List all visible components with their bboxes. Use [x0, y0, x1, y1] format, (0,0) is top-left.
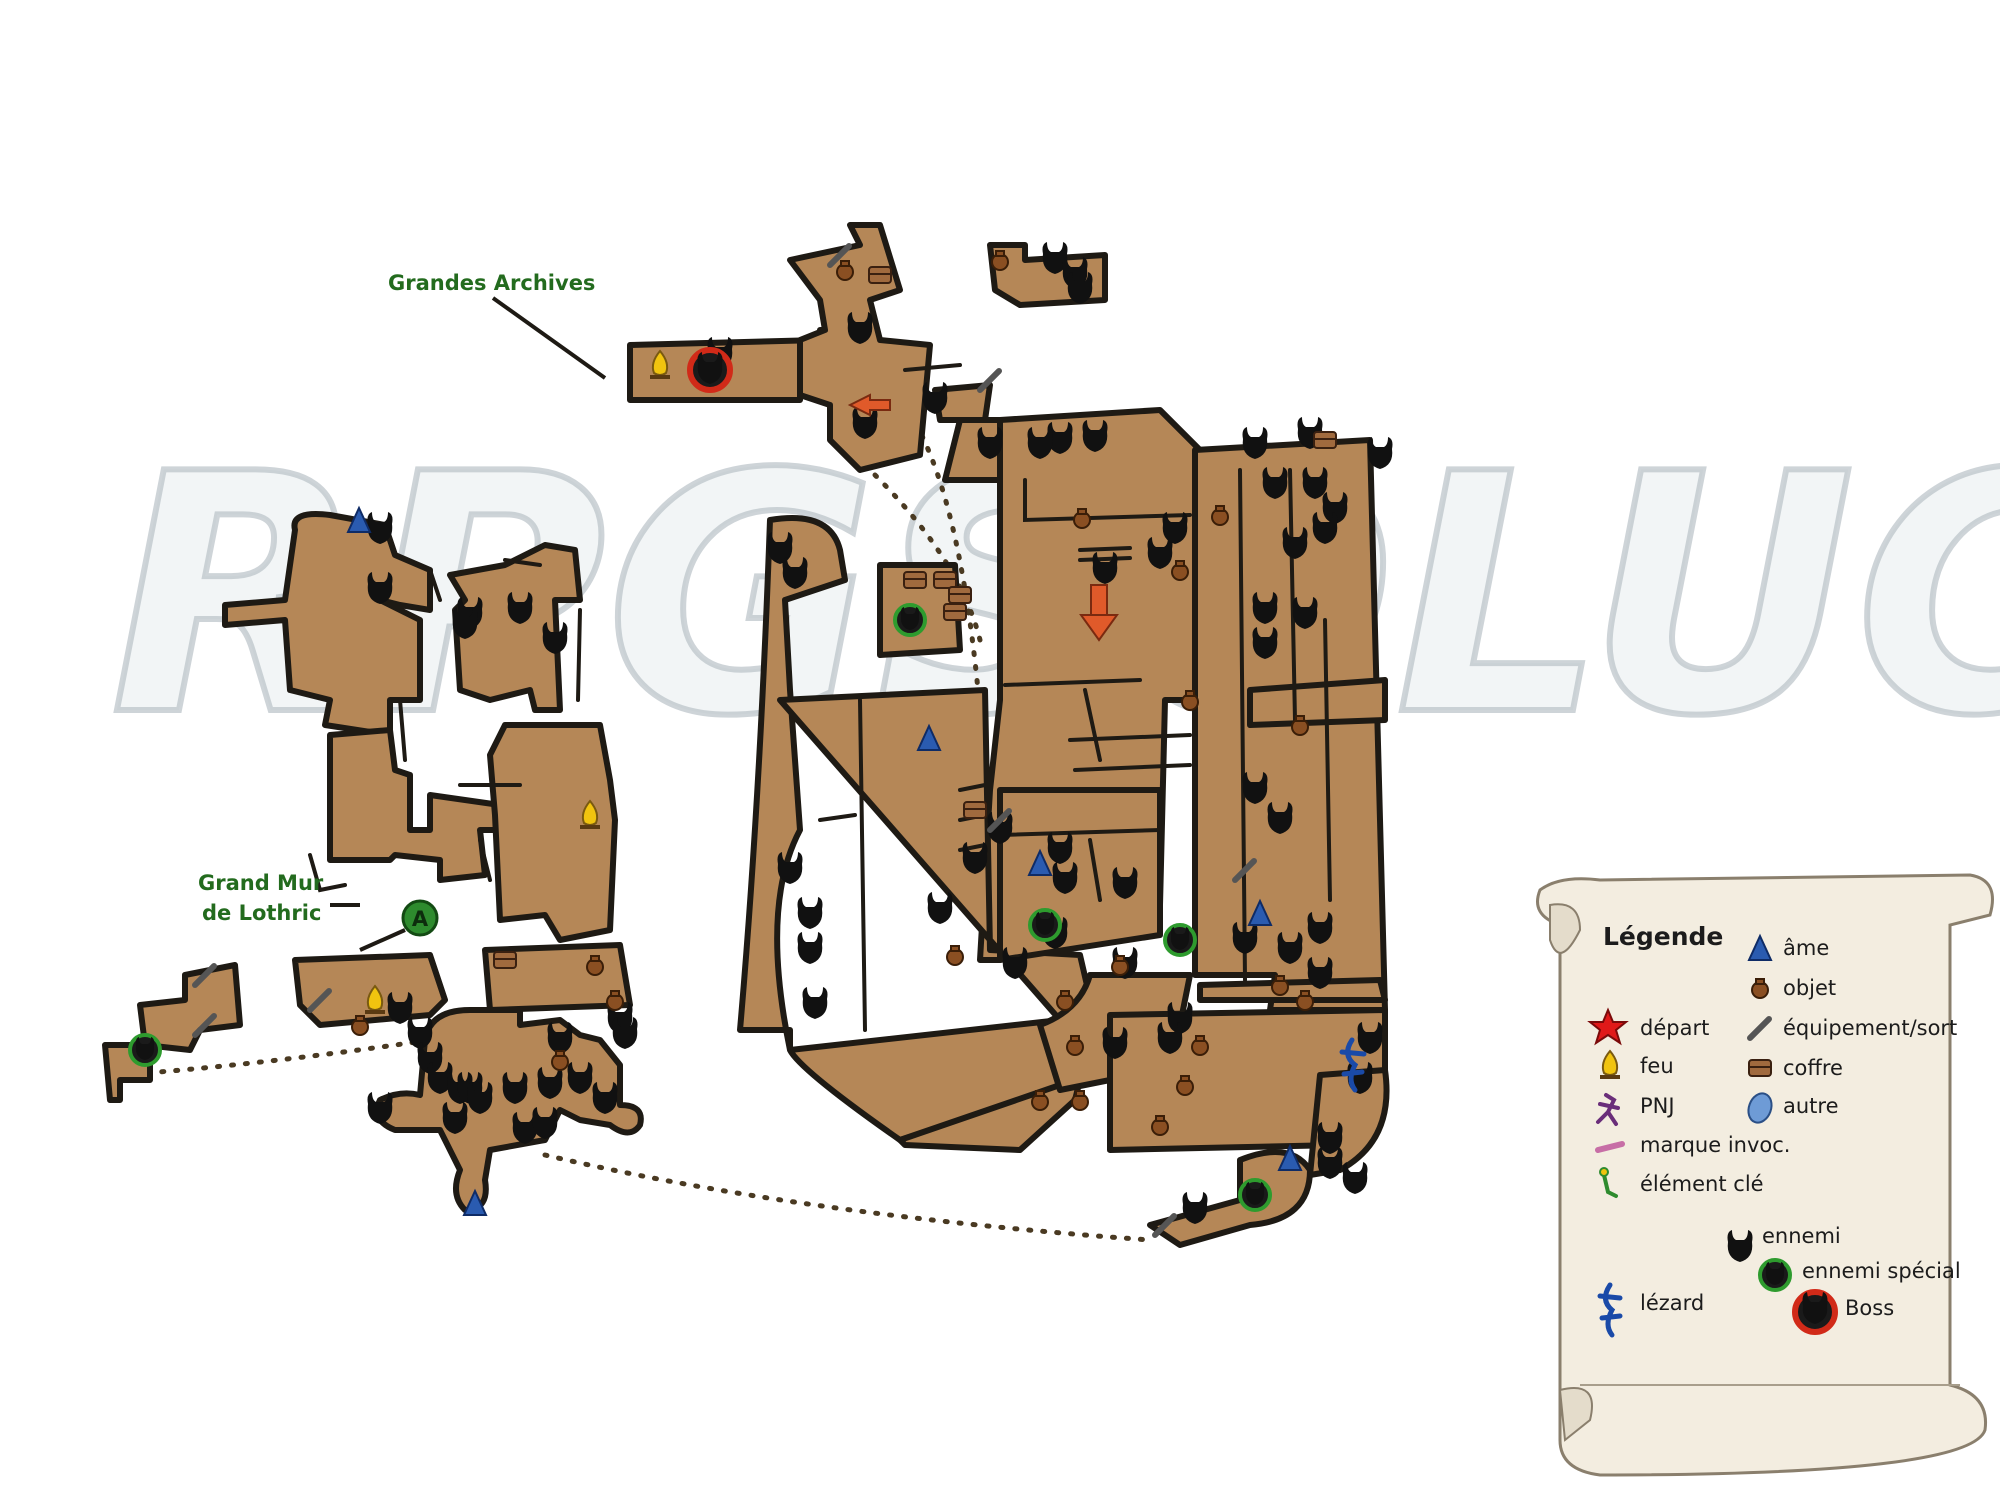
route-bottom [542, 1152, 1153, 1243]
special-enemy-icon [1028, 908, 1062, 942]
boss-icon [1792, 1289, 1838, 1335]
legend-fire: feu [1640, 1054, 1674, 1078]
label-grand-mur-line1: Grand Mur [198, 871, 324, 895]
legend-npc: PNJ [1640, 1094, 1675, 1118]
chest-icon [903, 571, 927, 589]
chest-icon [943, 603, 967, 621]
legend-special: ennemi spécial [1802, 1259, 1961, 1283]
chest-icon [1313, 431, 1337, 449]
chest-icon [493, 951, 517, 969]
area-left [102, 511, 644, 1213]
legend-enemy: ennemi [1762, 1224, 1841, 1248]
chest-icon [933, 571, 957, 589]
special-enemy-icon [128, 1033, 162, 1067]
lizard-icon [1339, 1037, 1367, 1093]
map-icons [128, 242, 1393, 1235]
legend-gear: équipement/sort [1783, 1016, 1957, 1040]
chest-icon [1748, 1059, 1772, 1077]
legend-key: élément clé [1640, 1172, 1764, 1196]
red-arrow-left-icon [847, 393, 891, 417]
marker-a-pointer-line [359, 928, 406, 952]
chest-icon [948, 586, 972, 604]
marker-a[interactable]: A [401, 899, 439, 937]
marker-a-label: A [412, 907, 429, 931]
enemy-icon [1342, 1162, 1368, 1194]
start-icon [1587, 1007, 1629, 1046]
legend-lizard: lézard [1640, 1291, 1704, 1315]
boss-icon [687, 347, 733, 393]
legend-item: objet [1783, 976, 1836, 1000]
lizard-icon [1597, 1282, 1623, 1338]
special-enemy-icon [1238, 1178, 1272, 1212]
archives-pointer-line [491, 296, 607, 380]
red-arrow-down-icon [1079, 584, 1119, 642]
legend-start: départ [1640, 1016, 1709, 1040]
label-grandes-archives: Grandes Archives [388, 271, 595, 295]
enemy-icon [802, 987, 828, 1019]
legend-boss: Boss [1845, 1296, 1894, 1320]
npc-icon [1596, 1093, 1620, 1126]
enemy-icon [927, 892, 953, 924]
legend-panel: Légende âme objet départ équipement/sort… [1536, 873, 1994, 1477]
chest-icon [963, 801, 987, 819]
summon-sign-icon [1595, 1141, 1625, 1153]
legend-title: Légende [1603, 922, 1723, 951]
route-lower-left [117, 1037, 433, 1078]
legend-other: autre [1783, 1094, 1839, 1118]
legend-summon: marque invoc. [1640, 1133, 1790, 1157]
special-enemy-icon [1758, 1258, 1792, 1292]
legend-soul: âme [1783, 936, 1829, 960]
legend-chest: coffre [1783, 1056, 1843, 1080]
other-icon [1747, 1092, 1773, 1124]
area-central [737, 407, 1390, 1248]
key-item-icon [1599, 1167, 1618, 1198]
enemy-icon [797, 897, 823, 929]
route-top-center [872, 472, 983, 643]
item-icon [946, 945, 964, 966]
chest-icon [868, 266, 892, 284]
special-enemy-icon [1163, 923, 1197, 957]
special-enemy-icon [893, 603, 927, 637]
enemy-icon [797, 932, 823, 964]
label-grand-mur-line2: de Lothric [202, 901, 321, 925]
